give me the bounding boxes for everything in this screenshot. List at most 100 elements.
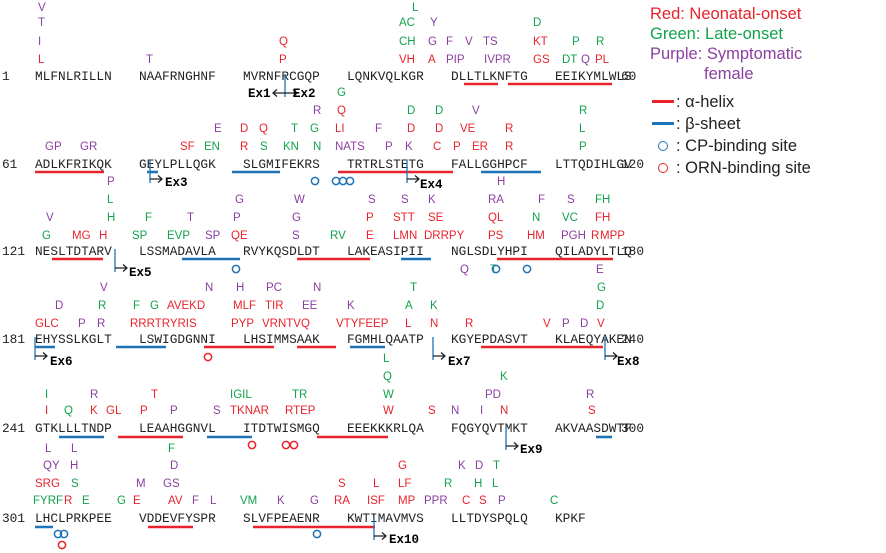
mutation-label: D (435, 105, 443, 117)
exon-label: Ex5 (129, 266, 152, 280)
mutation-label: D (533, 17, 541, 29)
mutation-label: ER (472, 141, 488, 153)
exon-marker: Ex9 (505, 427, 543, 457)
mutation-label: T (410, 282, 417, 294)
mutation-label: FH (595, 212, 610, 224)
row-start-number: 241 (2, 421, 25, 436)
mutation-label: RA (488, 194, 504, 206)
mutation-label: PS (488, 230, 504, 242)
row-start-number: 121 (2, 244, 25, 259)
row-end-number: 180 (621, 244, 644, 259)
mutation-label: P (572, 36, 580, 48)
mutation-label: G (117, 495, 126, 507)
sequence-block: LHSIMMSAAK (243, 332, 320, 347)
mutation-label: K (458, 460, 466, 472)
mutation-label: W (383, 389, 394, 401)
mutation-label: ISF (367, 495, 385, 507)
mutation-label: Y (430, 17, 438, 29)
mutation-label: R (505, 123, 513, 135)
mutation-label: LMN (393, 230, 417, 242)
mutation-label: L (45, 443, 52, 455)
mutation-label: F (446, 36, 453, 48)
mutation-label: EE (302, 300, 318, 312)
mutation-label: P (170, 405, 178, 417)
exon-marker: Ex7 (432, 337, 471, 369)
mutation-label: TR (292, 389, 307, 401)
sequence-block: DLLTLKNFTG (451, 69, 528, 84)
legend-item-beta-sheet: : β-sheet (650, 113, 886, 134)
sequence-block: SLVFPEAENR (243, 511, 320, 526)
exon-label: Ex6 (50, 355, 73, 369)
exon-label: Ex7 (448, 355, 471, 369)
sequence-block: KGYEPDASVT (451, 332, 528, 347)
mutation-label: T (151, 389, 158, 401)
sequence-block: EHYSSLKGLT (35, 332, 112, 347)
mutation-label: D (580, 318, 588, 330)
blue-circle-icon (658, 140, 668, 151)
exon-label: Ex10 (389, 533, 419, 547)
mutation-label: I (45, 389, 48, 401)
mutation-label: R (240, 141, 248, 153)
mutation-label: N (313, 282, 321, 294)
sequence-block: EEIKYMLWLS (555, 69, 632, 84)
mutation-label: S (71, 478, 79, 490)
mutation-label: R (505, 141, 513, 153)
arrow-left-icon (272, 89, 285, 97)
sequence-block: RVYKQSDLDT (243, 244, 320, 259)
alpha-helix (35, 82, 613, 529)
mutation-label: C (433, 141, 441, 153)
mutation-label: V (597, 318, 605, 330)
exon-label: Ex4 (420, 178, 443, 192)
mutation-label: S (292, 230, 300, 242)
mutation-label: A (428, 54, 436, 66)
mutation-label: P (498, 495, 506, 507)
mutation-label: TS (483, 36, 498, 48)
mutation-label: R (313, 105, 321, 117)
sequence-block: QILADYLTLQ (555, 244, 632, 259)
mutation-label: R (64, 495, 72, 507)
mutation-label: F (375, 123, 382, 135)
exon-label: Ex3 (165, 176, 188, 190)
beta-sheet (35, 170, 612, 529)
sequence-block: LTTQDIHLGV (555, 157, 632, 172)
mutation-label: MPP (600, 230, 625, 242)
mutation-label: V (543, 318, 551, 330)
mutation-label: D (240, 123, 248, 135)
mutation-label: L (412, 2, 419, 14)
mutation-label: R (465, 318, 473, 330)
arrow-right-icon (506, 442, 519, 450)
sequence-block: LHCLPRKPEE (35, 511, 112, 526)
mutation-label: CH (399, 36, 416, 48)
mutation-label: MLF (233, 300, 256, 312)
arrow-right-icon (150, 175, 163, 183)
mutation-label: V (38, 2, 46, 14)
mutation-label: GS (533, 54, 550, 66)
mutation-label: H (497, 176, 505, 188)
mutation-label: R (444, 478, 452, 490)
mutation-label: NATS (335, 141, 365, 153)
mutation-label: M (136, 478, 146, 490)
mutation-label: IGIL (230, 389, 252, 401)
mutation-label: GL (106, 405, 122, 417)
mutation-label: SP (205, 230, 221, 242)
sequence-block: VDDEVFYSPR (139, 511, 216, 526)
mutation-label: PIP (446, 54, 465, 66)
mutation-label: P (279, 54, 287, 66)
mutation-label: F (538, 194, 545, 206)
mutation-label: T (493, 460, 500, 472)
mutation-label: G (150, 300, 159, 312)
mutation-label: D (435, 123, 443, 135)
mutation-label: P (453, 141, 461, 153)
mutation-label: N (532, 212, 540, 224)
mutation-label: S (401, 194, 409, 206)
mutation-label: DT (562, 54, 577, 66)
mutation-label: LF (398, 478, 411, 490)
mutation-label: F (168, 443, 175, 455)
mutation-label: N (430, 318, 438, 330)
mutation-label: VRNTVQ (262, 318, 310, 330)
sequence-block: LSWIGDGNNI (139, 332, 216, 347)
mutation-label: L (383, 353, 390, 365)
mutation-label: I (38, 36, 41, 48)
mutation-label: C (550, 495, 558, 507)
